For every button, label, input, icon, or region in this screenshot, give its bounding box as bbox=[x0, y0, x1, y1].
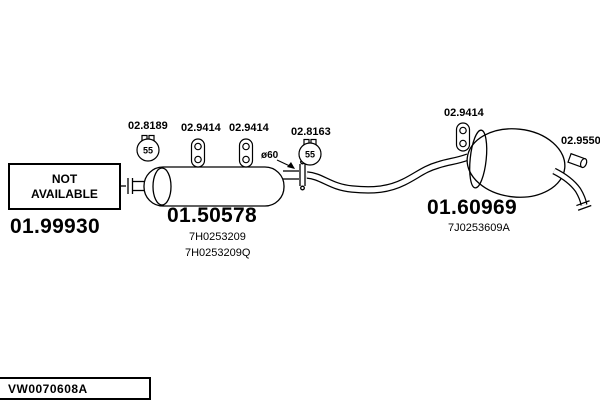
inlet-flange-icon bbox=[127, 178, 134, 194]
clamp-mid-icon: 55 bbox=[298, 138, 322, 166]
part-code-tail-trim[interactable]: 02.9550 bbox=[561, 135, 600, 147]
not-available-box: NOT AVAILABLE bbox=[8, 163, 121, 210]
part-code-mid-muffler[interactable]: 01.50578 bbox=[167, 204, 257, 227]
part-code-front-section[interactable]: 01.99930 bbox=[10, 215, 100, 238]
connecting-pipe-drawing bbox=[306, 153, 470, 194]
drawing-number-box: VW0070608A bbox=[0, 377, 151, 400]
tailpipe-drawing bbox=[552, 167, 592, 211]
oem-number-mid-1: 7H0253209 bbox=[189, 231, 246, 243]
mid-muffler-drawing bbox=[120, 166, 299, 207]
part-code-hanger-rear[interactable]: 02.9414 bbox=[444, 107, 484, 119]
hanger-mid-icon bbox=[238, 138, 254, 168]
oem-number-mid-2: 7H0253209Q bbox=[185, 247, 251, 259]
part-code-hanger-mid[interactable]: 02.9414 bbox=[229, 122, 269, 134]
part-code-clamp-mid[interactable]: 02.8163 bbox=[291, 126, 331, 138]
pipe-flange-icon bbox=[299, 159, 306, 191]
tail-trim-icon bbox=[567, 152, 588, 169]
clamp-front-icon: 55 bbox=[136, 134, 160, 162]
part-code-hanger-front[interactable]: 02.9414 bbox=[181, 122, 221, 134]
part-code-rear-muffler[interactable]: 01.60969 bbox=[427, 196, 517, 219]
clamp-front-size: 55 bbox=[143, 146, 153, 156]
not-available-label: NOT AVAILABLE bbox=[31, 171, 98, 201]
hanger-rear-icon bbox=[455, 122, 471, 152]
drawing-number: VW0070608A bbox=[8, 381, 88, 396]
rear-muffler-drawing bbox=[466, 128, 566, 198]
hanger-front-icon bbox=[190, 138, 206, 168]
tailpipe-flange-icon bbox=[576, 200, 592, 211]
diameter-leader-line bbox=[276, 159, 295, 169]
part-code-clamp-front[interactable]: 02.8189 bbox=[128, 120, 168, 132]
pipe-diameter-label: ø60 bbox=[261, 150, 279, 161]
oem-number-rear-1: 7J0253609A bbox=[448, 222, 510, 234]
clamp-mid-size: 55 bbox=[305, 150, 315, 160]
